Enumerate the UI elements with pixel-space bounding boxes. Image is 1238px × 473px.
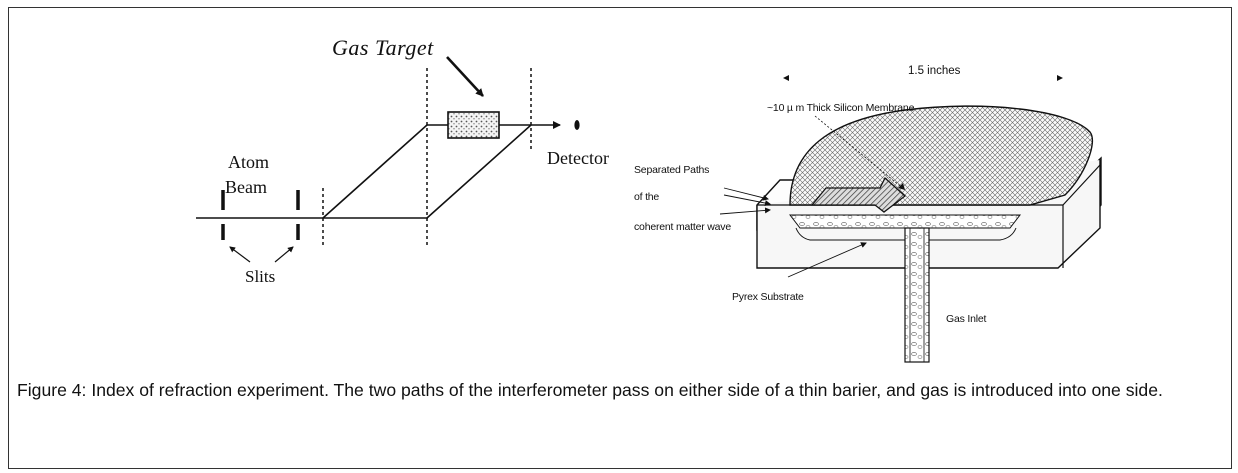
- width-arrow-right: [1057, 75, 1063, 81]
- detector-dot: [574, 120, 580, 130]
- figure-frame: [8, 7, 1232, 469]
- detector-label: Detector: [547, 148, 609, 168]
- silicon-membrane: [789, 105, 1094, 206]
- path-arrow-shape: [810, 176, 907, 213]
- gas-cavity: [788, 214, 1022, 229]
- paths-arrow-3: [719, 207, 771, 215]
- slits-label: Slits: [245, 267, 276, 286]
- width-arrow-left: [783, 75, 789, 81]
- interferometer-diagram: [196, 56, 580, 263]
- gas-target-label: Gas Target: [332, 35, 434, 60]
- gas-target-arrow: [446, 56, 484, 97]
- slit-arrow-left: [229, 246, 251, 263]
- paths-arrow-1: [723, 187, 769, 201]
- gas-target-box: [447, 111, 500, 139]
- gas-inlet-label: Gas Inlet: [946, 313, 987, 325]
- width-label: 1.5 inches: [908, 65, 961, 77]
- device-drawing: [719, 75, 1102, 363]
- gas-inlet-tube: [904, 227, 930, 363]
- atom-label: Atom: [228, 152, 270, 172]
- paths-label-line3: coherent matter wave: [634, 221, 731, 233]
- paths-arrow-2: [723, 194, 771, 206]
- membrane-arrow: [814, 115, 906, 191]
- beam-label: Beam: [225, 177, 267, 197]
- figure-caption: Figure 4: Index of refraction experiment…: [17, 380, 1163, 400]
- slit-arrow-right: [274, 246, 294, 263]
- paths-label-line2: of the: [634, 191, 660, 203]
- lower-path: [426, 124, 532, 219]
- upper-path: [322, 124, 428, 219]
- substrate-label: Pyrex Substrate: [732, 291, 804, 303]
- membrane-label: ~10 µ m Thick Silicon Membrane: [767, 102, 915, 114]
- paths-label-line1: Separated Paths: [634, 164, 710, 176]
- substrate-arrow: [787, 242, 867, 278]
